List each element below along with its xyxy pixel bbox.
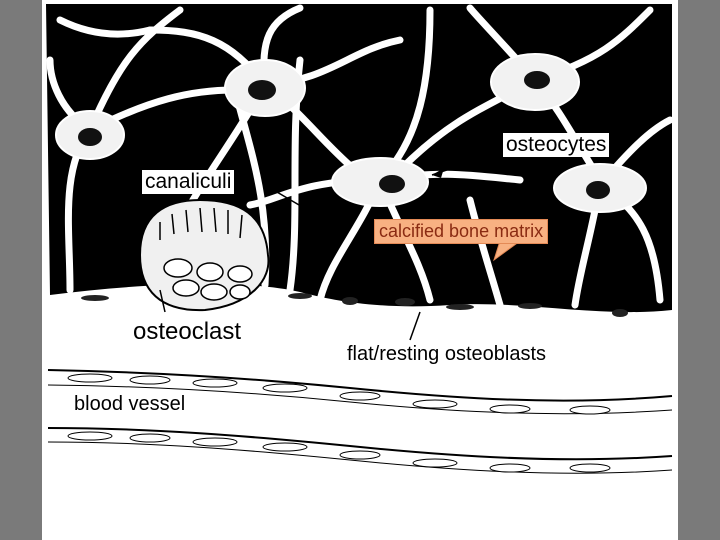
endothelial-cells [67, 373, 611, 473]
osteocyte-nucleus [379, 175, 405, 193]
osteoblast-layer [81, 293, 628, 317]
osteocyte-nucleus [524, 71, 550, 89]
osteocytes-label: osteocytes [503, 133, 610, 157]
osteocyte-nucleus [248, 80, 276, 100]
arrowheads [85, 133, 444, 222]
osteocyte-cells [55, 53, 647, 213]
calcified-matrix-label: calcified bone matrix [374, 219, 549, 244]
osteoblasts-label: flat/resting osteoblasts [347, 343, 546, 365]
blood-vessel-label: blood vessel [74, 393, 186, 415]
osteoclast-label: osteoclast [133, 318, 242, 345]
osteoclast-cell [138, 198, 270, 312]
osteocyte-nucleus [586, 181, 610, 199]
blood-vessel [47, 369, 673, 474]
canaliculi-label: canaliculi [142, 170, 235, 194]
osteocyte-nucleus [78, 128, 102, 146]
